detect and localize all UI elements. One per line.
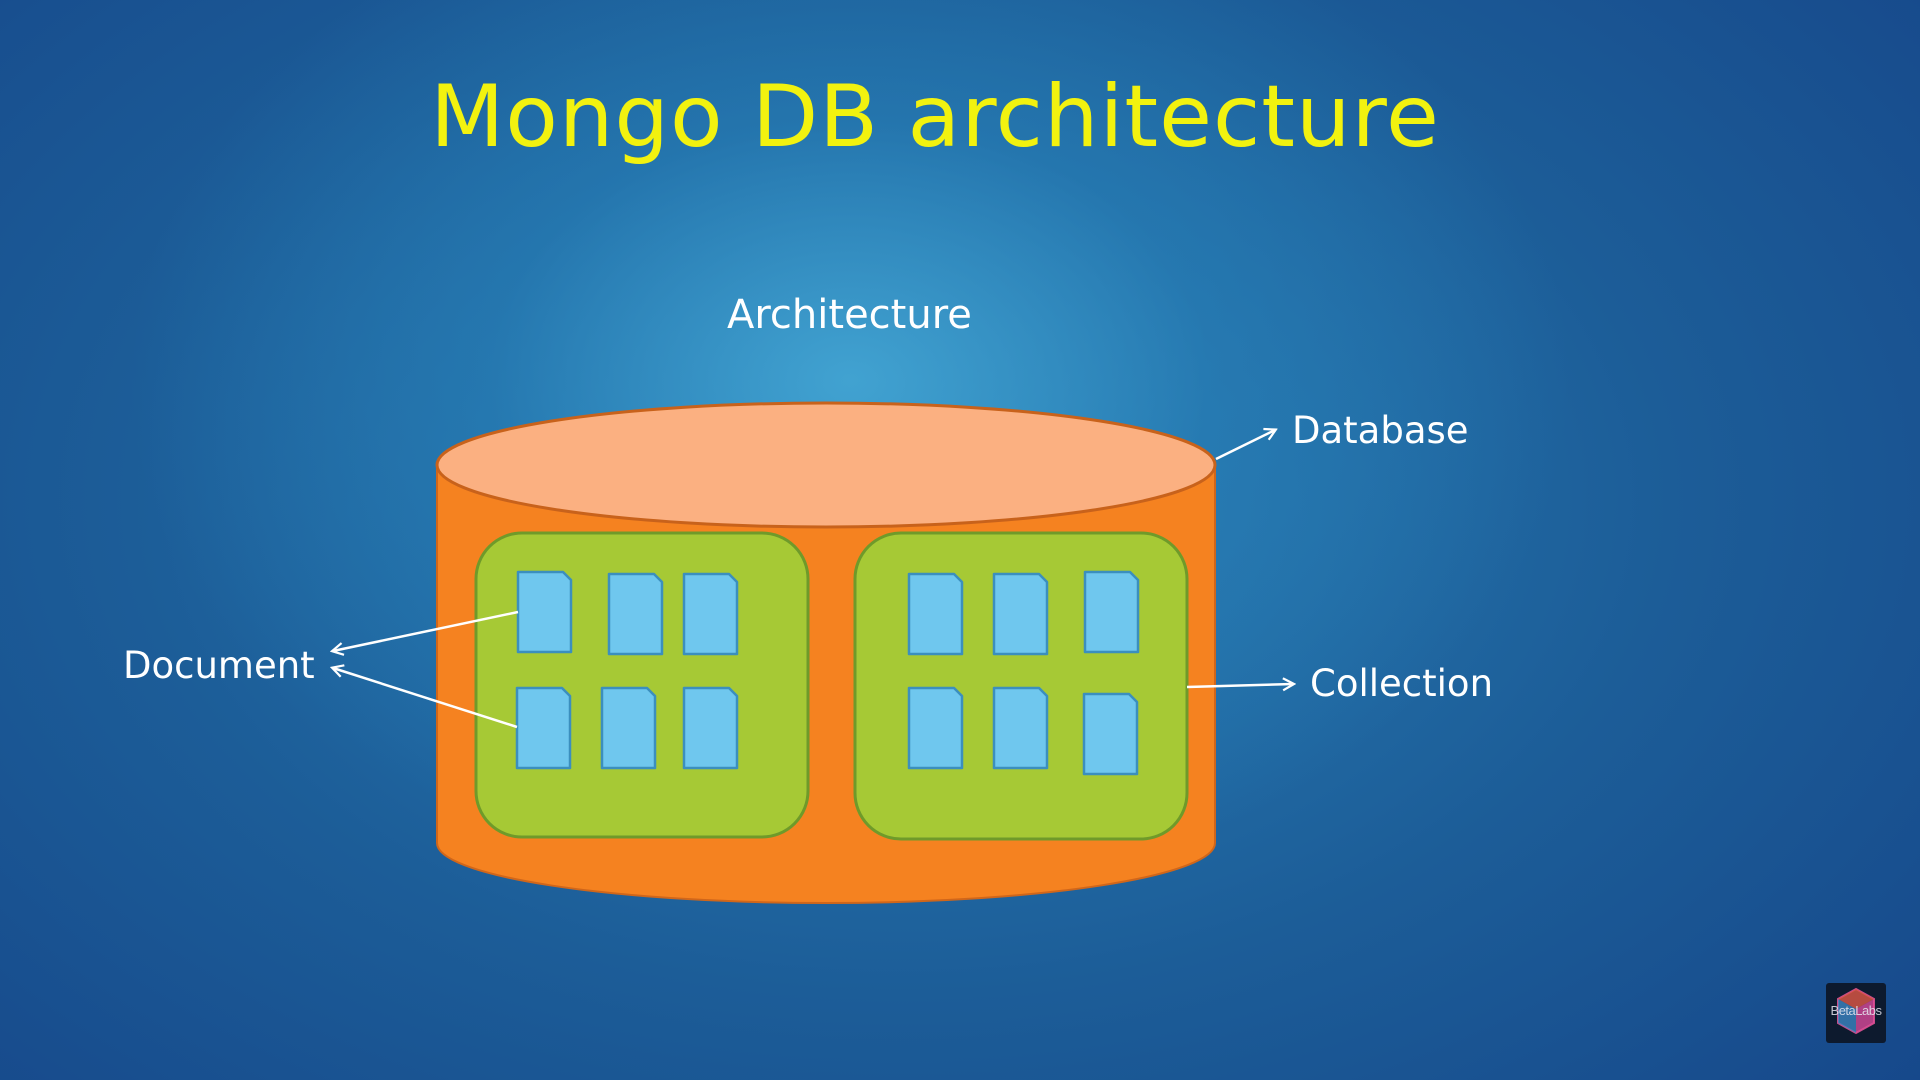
cylinder-top [435,401,1217,529]
document-icon [682,572,739,656]
diagram-subtitle: Architecture [727,292,972,338]
document-icon [515,686,572,770]
document-icon [516,570,573,654]
document-arrow-top [333,610,519,651]
document-icon [607,572,664,656]
logo-text: BetaLabs [1830,1003,1882,1018]
collection-right [853,531,1189,841]
document-arrow-bottom [333,668,518,729]
document-label: Document [123,644,315,687]
database-label: Database [1292,409,1469,452]
slide-title: Mongo DB architecture [430,67,1440,167]
collection-left [474,531,810,839]
betalabs-logo: BetaLabs [1826,983,1886,1043]
document-icon [1082,692,1139,776]
collection-label: Collection [1310,662,1494,705]
document-icon [682,686,739,770]
collection-arrow [1186,684,1293,687]
document-icon [992,686,1049,770]
database-arrow [1215,430,1275,461]
document-icon [1083,570,1140,654]
document-icon [992,572,1049,656]
document-icon [907,686,964,770]
document-icon [907,572,964,656]
logo-icon [1837,987,1875,1035]
document-icon [600,686,657,770]
